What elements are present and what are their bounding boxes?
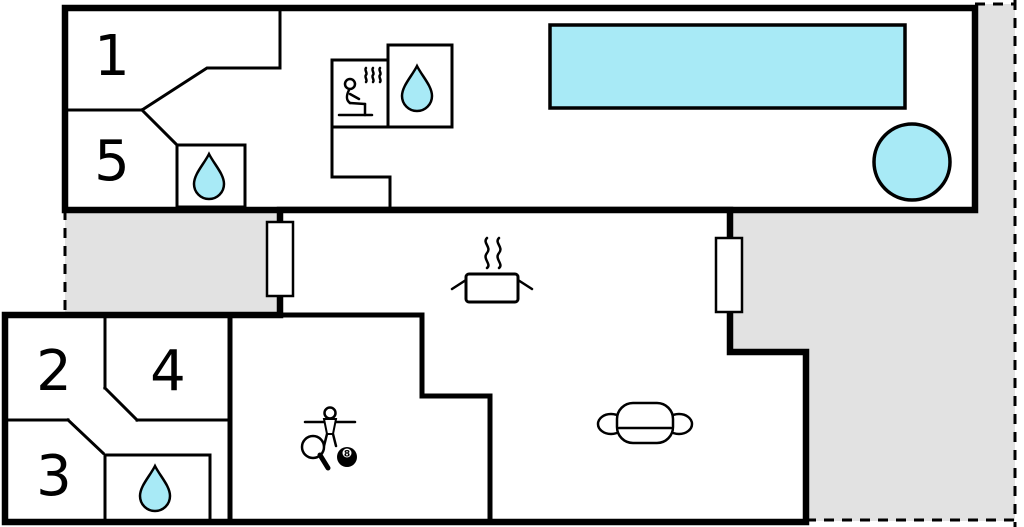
sofa-icon xyxy=(596,401,694,445)
room3-diagonal-wall xyxy=(65,417,106,456)
room5-diagonal-wall xyxy=(139,107,180,148)
room-4-label: 4 xyxy=(150,339,186,404)
upper-bathroom-main xyxy=(386,43,454,129)
water-drop-icon xyxy=(192,151,226,201)
water-drop-icon xyxy=(138,463,172,513)
hot-tub xyxy=(872,122,952,202)
water-drop-icon xyxy=(400,63,434,113)
room-1-label: 1 xyxy=(94,24,130,89)
stove-steam-icon xyxy=(450,236,534,304)
hall-alcove-wall xyxy=(330,125,392,209)
door-right-terrace xyxy=(714,236,744,314)
swimming-pool xyxy=(548,23,907,110)
door-left-terrace xyxy=(265,220,295,298)
lower-bathroom xyxy=(103,453,212,524)
terrace-area-left xyxy=(65,210,280,315)
foosball-player-icon xyxy=(303,406,357,448)
table-tennis-paddle-icon xyxy=(300,434,331,471)
terrace-area-right xyxy=(730,4,1015,521)
eight-ball-number: 8 xyxy=(344,450,350,460)
upper-bathroom-small xyxy=(175,143,247,209)
room-3-label: 3 xyxy=(36,444,72,509)
room4-diagonal-wall xyxy=(102,385,140,423)
eight-ball-icon: 8 xyxy=(337,447,357,467)
sauna-icon xyxy=(337,66,382,117)
room-2-label: 2 xyxy=(36,339,72,404)
room1-bottom-wall xyxy=(63,66,282,112)
room-5-label: 5 xyxy=(94,129,130,194)
